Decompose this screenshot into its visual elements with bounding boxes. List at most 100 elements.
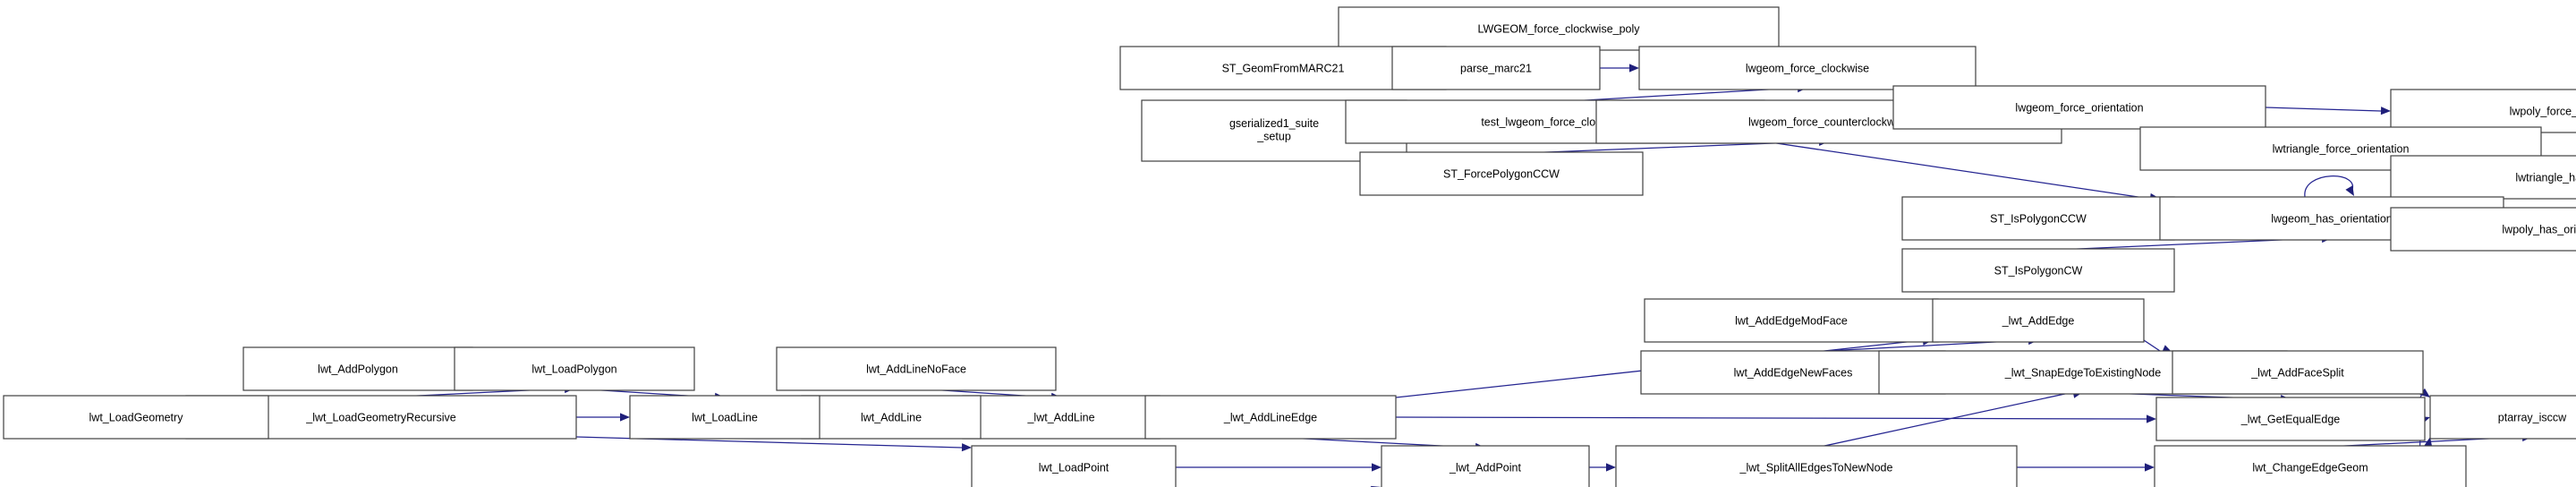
edge-arrowhead [2146, 414, 2156, 423]
node-box[interactable] [1892, 85, 2266, 130]
node-label: lwpoly_force_orientation [2510, 105, 2576, 117]
node-label: ST_GeomFromMARC21 [1222, 62, 1345, 74]
graph-node-lwt_LoadLine[interactable]: lwt_LoadLine [629, 395, 820, 440]
graph-node-_lwt_AddFaceSplit[interactable]: _lwt_AddFaceSplit [2172, 350, 2424, 395]
node-box[interactable] [1901, 196, 2175, 241]
edge-_lwt_AddPoint-to-_lwt_SplitAllEdgesToNewNode [1589, 463, 1616, 472]
node-label: ST_IsPolygonCCW [1990, 212, 2087, 225]
node-box[interactable] [2390, 207, 2576, 252]
edge-arrowhead [1606, 463, 1616, 472]
edge-arrowhead [2145, 463, 2155, 472]
graph-node-lwgeom_force_orientation[interactable]: lwgeom_force_orientation [1892, 85, 2266, 130]
node-label: lwt_LoadPolygon [531, 363, 616, 375]
node-box[interactable] [1391, 46, 1601, 90]
node-box[interactable] [801, 395, 982, 440]
node-box[interactable] [1901, 248, 2175, 293]
edge-lwgeom_force_orientation-to-lwpoly_force_orientation [2265, 107, 2391, 115]
node-box[interactable] [629, 395, 820, 440]
graph-node-ST_ForcePolygonCCW[interactable]: ST_ForcePolygonCCW [1359, 151, 1644, 196]
node-label: _lwt_SplitAllEdgesToNewNode [1739, 461, 1893, 474]
graph-node-lwt_LoadPolygon[interactable]: lwt_LoadPolygon [454, 346, 695, 391]
edge-_lwt_AddLineEdge-to-_lwt_GetEqualEdge [1395, 414, 2156, 423]
node-box[interactable] [776, 346, 1057, 391]
edge-parse_marc21-to-lwgeom_force_clockwise [1600, 64, 1639, 73]
node-label: lwtriangle_force_orientation [2273, 142, 2410, 155]
edge-_lwt_SplitAllEdgesToNewNode-to-lwt_ChangeEdgeGeom [2017, 463, 2155, 472]
node-label: lwt_AddPolygon [318, 363, 398, 375]
edge-arrowhead [2380, 107, 2391, 115]
edge-path [1764, 141, 2151, 200]
node-box[interactable] [2429, 395, 2576, 440]
node-box[interactable] [1144, 395, 1397, 440]
graph-node-ptarray_isccw[interactable]: ptarray_isccw [2429, 395, 2576, 440]
node-label: lwt_AddEdgeModFace [1735, 314, 1848, 327]
node-label: _lwt_AddPoint [1449, 461, 1521, 474]
node-box[interactable] [2390, 155, 2576, 200]
edge-path [1395, 416, 2147, 420]
node-label: lwt_LoadGeometry [89, 411, 184, 423]
node-label: test_lwgeom_force_clockwise [1481, 115, 1628, 128]
edge-path [2304, 175, 2354, 198]
graph-node-ST_IsPolygonCW[interactable]: ST_IsPolygonCW [1901, 248, 2175, 293]
graph-node-ST_IsPolygonCCW[interactable]: ST_IsPolygonCCW [1901, 196, 2175, 241]
edge-path [1554, 87, 1798, 103]
node-box[interactable] [1381, 445, 1590, 487]
node-box[interactable] [454, 346, 695, 391]
node-label: gserialized1_suite_setup [1229, 117, 1319, 142]
node-label: lwpoly_has_orientation [2502, 223, 2576, 235]
graph-node-parse_marc21[interactable]: parse_marc21 [1391, 46, 1601, 90]
node-box[interactable] [2390, 89, 2576, 133]
graph-node-_lwt_SplitAllEdgesToNewNode[interactable]: _lwt_SplitAllEdgesToNewNode [1615, 445, 2018, 487]
node-box[interactable] [1359, 151, 1644, 196]
graph-node-lwtriangle_has_orientation[interactable]: lwtriangle_has_orientation [2390, 155, 2576, 200]
node-label: ST_ForcePolygonCCW [1443, 167, 1560, 180]
edge-arrowhead [1372, 463, 1382, 472]
node-box[interactable] [1119, 46, 1447, 90]
graph-node-lwt_ChangeEdgeGeom[interactable]: lwt_ChangeEdgeGeom [2154, 445, 2467, 487]
node-box[interactable] [1932, 298, 2145, 343]
edge-_lwt_LoadGeometryRecursive-to-lwt_LoadLine [576, 413, 630, 422]
node-label: lwgeom_force_counterclockwise [1748, 115, 1909, 128]
node-box[interactable] [1615, 445, 2018, 487]
node-label: _lwt_AddLine [1026, 411, 1094, 423]
edge-arrowhead [620, 413, 630, 422]
graph-node-_lwt_AddPoint[interactable]: _lwt_AddPoint [1381, 445, 1590, 487]
graph-node-lwpoly_has_orientation[interactable]: lwpoly_has_orientation [2390, 207, 2576, 252]
graph-node-lwt_AddPolygon[interactable]: lwt_AddPolygon [242, 346, 473, 391]
node-box[interactable] [971, 445, 1177, 487]
node-box[interactable] [2172, 350, 2424, 395]
node-label: parse_marc21 [1460, 62, 1532, 74]
node-label: ST_IsPolygonCW [1994, 264, 2083, 277]
graph-node-lwt_AddLineNoFace[interactable]: lwt_AddLineNoFace [776, 346, 1057, 391]
node-box[interactable] [2155, 397, 2426, 441]
graph-node-lwt_AddEdgeModFace[interactable]: lwt_AddEdgeModFace [1644, 298, 1939, 343]
graph-node-lwpoly_force_orientation[interactable]: lwpoly_force_orientation [2390, 89, 2576, 133]
graph-node-lwt_AddLine[interactable]: lwt_AddLine [801, 395, 982, 440]
node-box[interactable] [2154, 445, 2467, 487]
edge-arrowhead [1629, 64, 1639, 73]
node-label: _lwt_AddLineEdge [1223, 411, 1317, 423]
node-label: _lwt_AddEdge [2002, 314, 2075, 327]
edge-arrowhead [961, 443, 972, 452]
node-label: LWGEOM_force_clockwise_poly [1477, 22, 1640, 35]
graph-node-ST_GeomFromMARC21[interactable]: ST_GeomFromMARC21 [1119, 46, 1447, 90]
node-label: ptarray_isccw [2498, 411, 2567, 423]
node-label: lwt_LoadPoint [1039, 461, 1109, 474]
node-box[interactable] [962, 395, 1160, 440]
edge-self-loop [2304, 175, 2354, 198]
edge-arrowhead [2424, 437, 2433, 448]
graph-node-lwgeom_force_clockwise[interactable]: lwgeom_force_clockwise [1638, 46, 1977, 90]
graph-node-_lwt_GetEqualEdge[interactable]: _lwt_GetEqualEdge [2155, 397, 2426, 441]
graph-node-_lwt_AddLineEdge[interactable]: _lwt_AddLineEdge [1144, 395, 1397, 440]
graph-node-_lwt_AddLine[interactable]: _lwt_AddLine [962, 395, 1160, 440]
node-box[interactable] [3, 395, 269, 440]
graph-node-_lwt_AddEdge[interactable]: _lwt_AddEdge [1932, 298, 2145, 343]
graph-node-LWGEOM_force_clockwise_poly[interactable]: LWGEOM_force_clockwise_poly [1338, 6, 1780, 51]
graph-node-lwt_LoadGeometry[interactable]: lwt_LoadGeometry [3, 395, 269, 440]
graph-node-lwt_LoadPoint[interactable]: lwt_LoadPoint [971, 445, 1177, 487]
edge-arrowhead [2419, 388, 2430, 397]
node-label: lwgeom_force_clockwise [1746, 62, 1869, 74]
node-label: lwt_LoadLine [692, 411, 758, 423]
node-box[interactable] [1638, 46, 1977, 90]
